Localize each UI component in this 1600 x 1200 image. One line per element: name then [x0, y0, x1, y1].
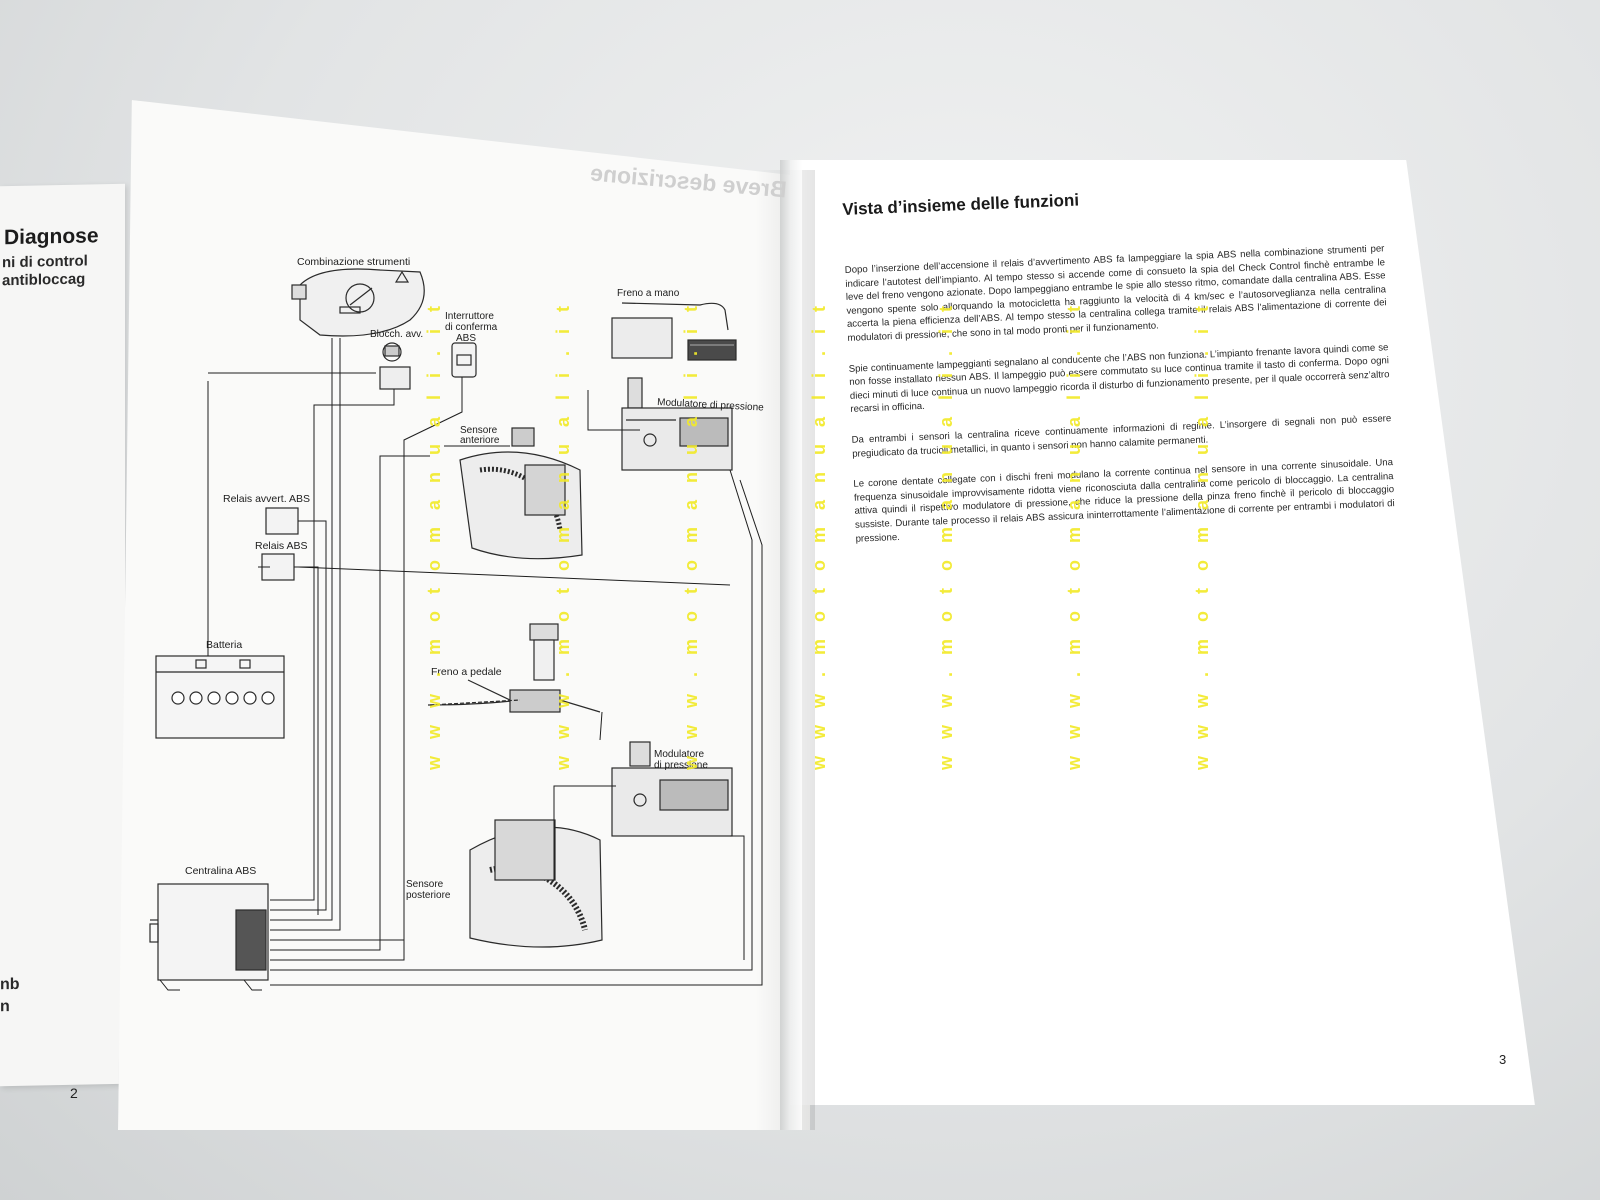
front-wheel-drawing [459, 427, 583, 560]
watermark-text: w w w . m o t o m a n u a l i . i t [553, 299, 573, 770]
right-page [790, 160, 1535, 1105]
watermark-column: w w w . m o t o m a n u a l i . i t [791, 300, 829, 770]
front-modulator-drawing [621, 407, 733, 471]
label-front-sensor-1: Sensore [460, 425, 498, 436]
hand-brake-drawing [611, 302, 737, 409]
booklet-gutter [780, 160, 802, 1130]
label-abs-control-unit: Centralina ABS [185, 865, 256, 877]
abs-control-unit-drawing [149, 883, 269, 981]
watermark-text: w w w . m o t o m a n u a l i . i t [809, 299, 829, 770]
watermark-text: w w w . m o t o m a n u a l i . i t [681, 299, 701, 770]
label-ignition-lock: Blocch. avv. [370, 329, 423, 340]
instrument-cluster-drawing [291, 268, 425, 337]
rear-modulator-drawing [611, 741, 733, 837]
watermark-text: w w w . m o t o m a n u a l i . i t [1192, 299, 1212, 770]
battery-drawing [155, 655, 285, 739]
watermark-column: w w w . m o t o m a n u a l i . i t [1174, 300, 1212, 770]
label-rear-sensor-1: Sensore [406, 879, 444, 890]
label-rear-sensor-2: posteriore [406, 890, 451, 901]
label-warning-relay: Relais avvert. ABS [223, 493, 310, 505]
label-abs-relay: Relais ABS [255, 540, 308, 552]
label-hand-brake: Freno a mano [617, 288, 680, 299]
watermark-column: w w w . m o t o m a n u a l i . i t [535, 300, 573, 770]
watermark-column: w w w . m o t o m a n u a l i . i t [1046, 300, 1084, 770]
label-battery: Batteria [206, 639, 242, 651]
foot-brake-drawing [427, 623, 601, 713]
watermark-text: w w w . m o t o m a n u a l i . i t [936, 299, 956, 770]
paragraph-1: Dopo l’inserzione dell’accensione il rel… [844, 243, 1387, 344]
rear-wheel-drawing [469, 819, 603, 948]
label-front-sensor-2: anteriore [460, 435, 500, 446]
watermark-text: w w w . m o t o m a n u a l i . i t [424, 299, 444, 770]
label-instrument-cluster: Combinazione strumenti [297, 256, 410, 268]
watermark-column: w w w . m o t o m a n u a l i . i t [406, 300, 444, 770]
label-rear-modulator-1: Modulatore [654, 749, 704, 760]
label-confirm-switch-1: Interruttore [445, 311, 494, 322]
watermark-column: w w w . m o t o m a n u a l i . i t [918, 300, 956, 770]
warning-relay-box [265, 507, 299, 535]
ignition-lock-drawing [379, 342, 411, 390]
paragraph-2: Spie continuamente lampeggianti segnalan… [848, 341, 1390, 416]
watermark-column: w w w . m o t o m a n u a l i . i t [663, 300, 701, 770]
label-confirm-switch-2: di conferma [445, 322, 498, 333]
page-number-left: 2 [70, 1085, 78, 1101]
confirm-switch-drawing [451, 342, 477, 378]
label-confirm-switch-3: ABS [456, 333, 476, 344]
watermark-text: w w w . m o t o m a n u a l i . i t [1064, 299, 1084, 770]
page-number-right: 3 [1499, 1052, 1507, 1067]
label-foot-brake: Freno a pedale [431, 666, 502, 678]
label-rear-modulator-2: di pressione [654, 760, 708, 771]
